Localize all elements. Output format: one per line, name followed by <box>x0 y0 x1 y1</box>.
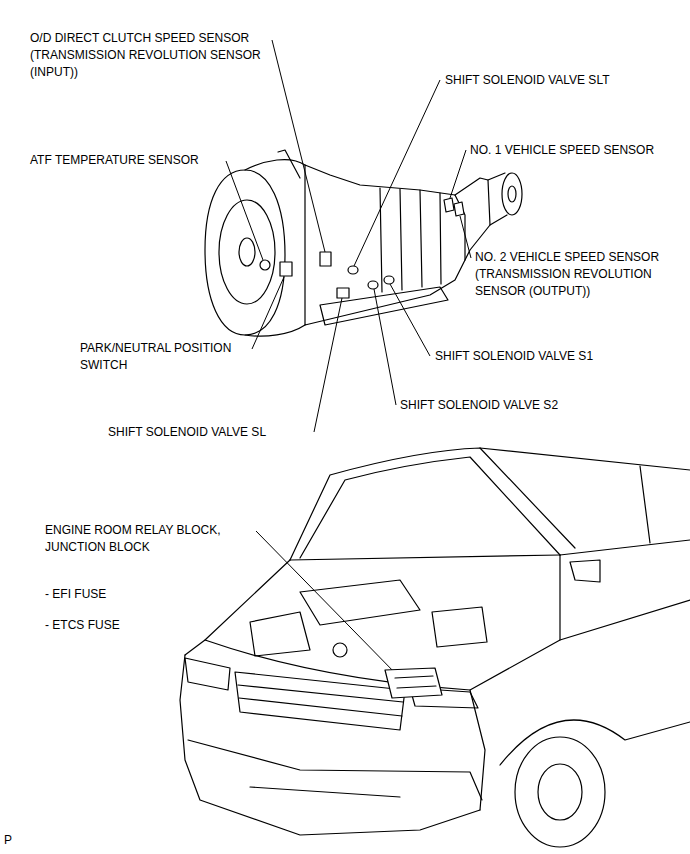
grille <box>235 672 405 730</box>
atf-sensor <box>260 260 270 270</box>
windshield <box>300 457 560 558</box>
sl-solenoid <box>337 288 349 298</box>
pnp-switch <box>280 262 292 276</box>
part-label: NO. 2 VEHICLE SPEED SENSOR (TRANSMISSION… <box>475 249 680 300</box>
extension-housing <box>455 178 490 260</box>
leader-line <box>390 284 430 356</box>
part-label: SHIFT SOLENOID VALVE S2 <box>400 397 558 414</box>
headlight <box>185 658 230 690</box>
output-flange <box>502 173 522 215</box>
housing-bottom <box>245 325 305 336</box>
s2-solenoid <box>368 281 378 289</box>
flange-hub <box>508 186 516 202</box>
transmission <box>205 150 522 336</box>
engine-cover <box>300 580 420 625</box>
relay-block-lid <box>395 676 436 688</box>
leader-line <box>450 150 466 198</box>
bumper <box>188 740 482 800</box>
part-label: ATF TEMPERATURE SENSOR <box>30 152 199 169</box>
part-label: NO. 1 VEHICLE SPEED SENSOR <box>470 142 654 159</box>
part-label: O/D DIRECT CLUTCH SPEED SENSOR (TRANSMIS… <box>30 30 266 81</box>
torque-converter <box>219 200 275 304</box>
wheel <box>515 737 605 847</box>
leader-lines <box>226 40 471 676</box>
housing-top <box>245 160 305 170</box>
mirror <box>570 560 600 582</box>
cowl <box>290 555 560 560</box>
leader-line <box>256 531 398 676</box>
fuse-label: - EFI FUSE <box>45 586 106 603</box>
part-label: SHIFT SOLENOID VALVE SLT <box>445 72 610 89</box>
speed-sensor-1 <box>444 198 454 212</box>
fender <box>185 560 290 655</box>
figure-id: P <box>4 832 12 849</box>
speed-sensor-2 <box>454 202 464 216</box>
leader-line <box>354 80 440 266</box>
front-body <box>180 655 480 835</box>
relay-block <box>385 668 442 698</box>
hub <box>239 238 255 266</box>
case-ribs <box>380 188 441 292</box>
radiator-cap <box>333 643 347 657</box>
fuse-label: - ETCS FUSE <box>45 617 120 634</box>
part-label: PARK/NEUTRAL POSITION SWITCH <box>80 340 250 374</box>
leader-line <box>314 298 342 432</box>
wheel-hub <box>538 764 582 820</box>
leader-line <box>272 40 325 252</box>
part-label: SHIFT SOLENOID VALVE S1 <box>435 348 593 365</box>
body-side <box>560 600 690 640</box>
breather-tube <box>278 150 300 178</box>
grille-bars <box>238 685 403 716</box>
leader-line <box>374 289 396 405</box>
leader-line <box>252 277 284 349</box>
od-sensor <box>320 252 331 266</box>
slt-solenoid <box>348 266 358 274</box>
leader-line <box>226 161 263 260</box>
oil-pan <box>320 287 448 325</box>
leader-line <box>460 216 471 258</box>
bell-housing <box>205 170 285 335</box>
hood-edge <box>205 555 560 690</box>
roof <box>290 448 690 560</box>
case <box>305 165 465 325</box>
battery <box>432 607 487 647</box>
lower-grille <box>250 787 400 797</box>
side-window <box>480 448 690 555</box>
part-label: ENGINE ROOM RELAY BLOCK, JUNCTION BLOCK <box>45 522 245 556</box>
air-cleaner <box>250 612 310 656</box>
s1-solenoid <box>384 276 394 284</box>
part-label: SHIFT SOLENOID VALVE SL <box>108 424 266 441</box>
body-corner <box>470 690 485 810</box>
vehicle <box>180 448 690 847</box>
